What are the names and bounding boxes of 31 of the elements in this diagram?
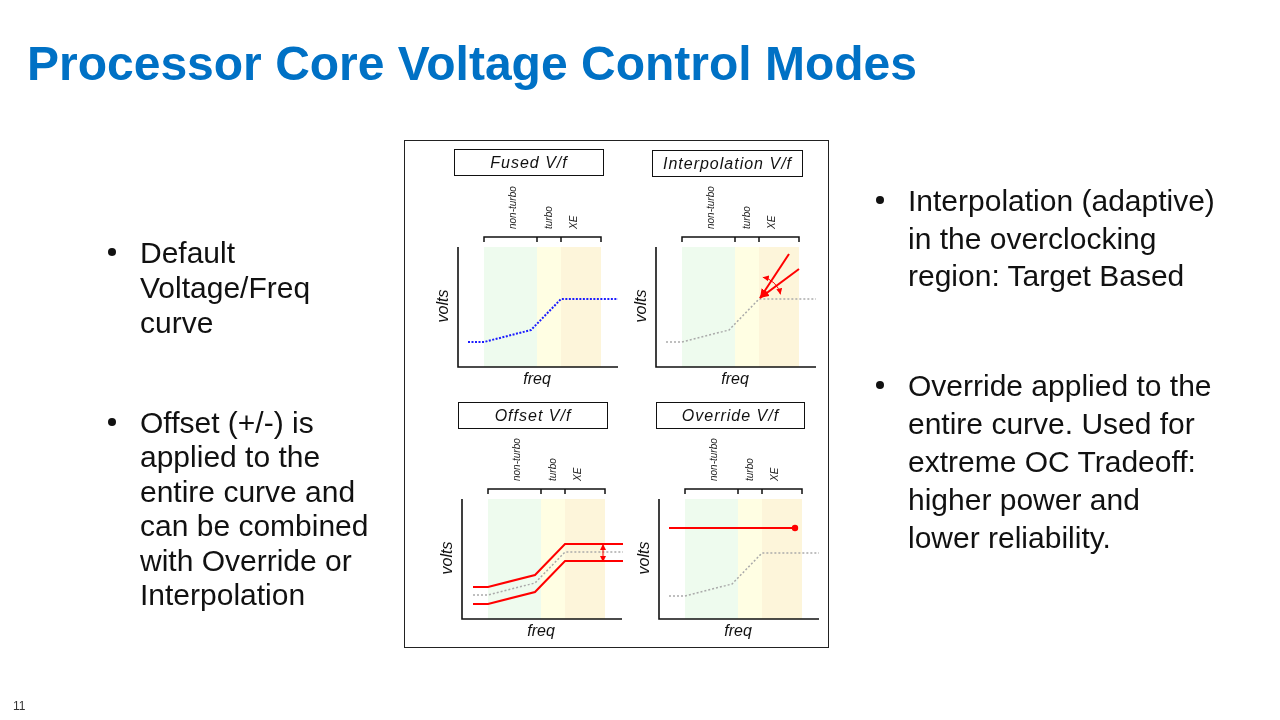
region-label: non-turbo [506,186,518,229]
bullet-text: Offset (+/-) is applied to the entire curve and can be combined with Override or Interpolation [140,406,370,613]
region-label: XE [567,215,579,229]
axis-label: freq [523,370,551,388]
panel-title-box [652,150,803,177]
panel-title-box [454,149,604,176]
axis-label: freq [724,622,752,640]
panel-title: Interpolation V/f [662,154,793,173]
axis-label: freq [527,622,555,640]
bullet-text: Interpolation (adaptive) in the overclocking region: Target Based [908,183,1216,294]
region-label: turbo [740,206,752,229]
region-label: turbo [546,458,558,481]
region-label: XE [768,467,780,481]
axis-label: volts [635,541,653,575]
bullet-text: Override applied to the entire curve. Used for extreme OC Tradeoff: higher power and lower reliability. [908,368,1213,556]
axis-label: volts [434,289,452,323]
region-label: turbo [542,206,554,229]
slide-title: Processor Core Voltage Control Modes [27,40,917,88]
axis-label: volts [632,289,650,323]
bullet-text: Default Voltage/Freq curve [140,235,312,340]
panel-title: Override V/f [681,406,780,425]
page-number: 11 [13,699,26,713]
panel-title-box [458,402,608,429]
region-label: XE [765,215,777,229]
region-label: XE [571,467,583,481]
panel-title: Offset V/f [494,406,572,425]
axis-label: freq [721,370,749,388]
panel-title-box [656,402,805,429]
axis-label: volts [438,541,456,575]
region-label: turbo [743,458,755,481]
panel-title: Fused V/f [490,153,568,172]
